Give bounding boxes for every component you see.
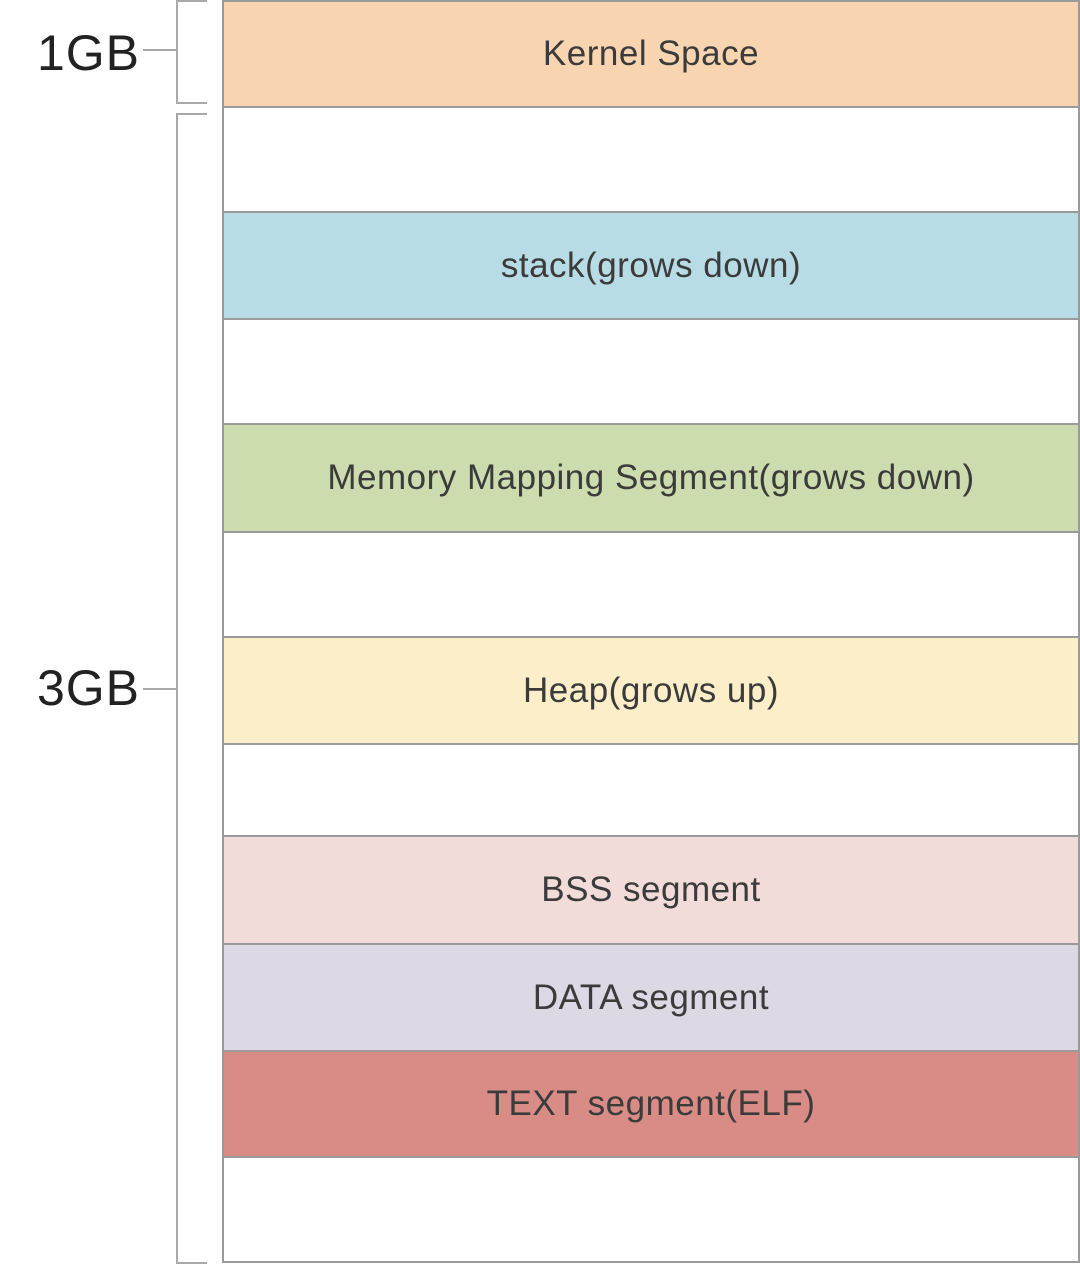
bracket-3gb <box>176 113 207 1264</box>
bracket-1gb <box>176 0 207 104</box>
segment-memory-mapping: Memory Mapping Segment(grows down) <box>224 423 1078 533</box>
segment-kernel-space: Kernel Space <box>224 0 1078 108</box>
axis-label-3gb: 3GB <box>36 660 140 716</box>
segment-bss: BSS segment <box>224 835 1078 945</box>
tick-line-1gb <box>143 49 176 51</box>
segment-heap: Heap(grows up) <box>224 636 1078 745</box>
tick-line-3gb <box>143 688 176 690</box>
segment-text: TEXT segment(ELF) <box>224 1052 1078 1158</box>
axis-label-1gb: 1GB <box>36 25 140 81</box>
segment-data: DATA segment <box>224 945 1078 1052</box>
segment-stack: stack(grows down) <box>224 211 1078 320</box>
memory-column: Kernel Space stack(grows down) Memory Ma… <box>222 0 1080 1263</box>
